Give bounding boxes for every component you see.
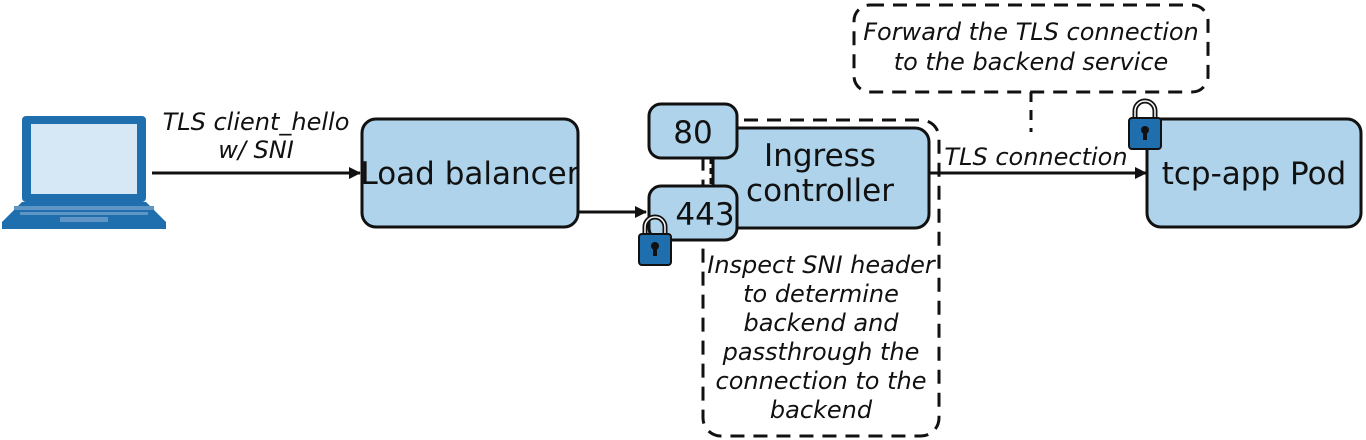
tls-connection-label: TLS connection [944,143,1127,171]
tcp-app-pod-node: tcp-app Pod [1145,117,1363,229]
edge-tls-connection: TLS connection [929,143,1147,179]
load-balancer-node: Load balancer [360,117,580,229]
port-443-label: 443 [675,197,734,233]
forward-note: Forward the TLS connection to the backen… [852,3,1210,132]
inspect-note-line2: to determine [743,280,899,308]
load-balancer-label: Load balancer [360,156,579,192]
pod-label: tcp-app Pod [1162,156,1347,192]
edge-client-hello: TLS client_hello w/ SNI [152,108,361,179]
inspect-note-line6: backend [770,396,873,424]
laptop-icon [2,116,166,229]
client-hello-label-line2: w/ SNI [218,136,294,164]
port-80-label: 80 [673,115,712,151]
port-80: 80 [647,102,739,160]
port-443: 443 [647,184,739,242]
inspect-note-line4: passthrough the [722,338,920,366]
client-hello-label-line1: TLS client_hello [163,108,350,136]
forward-note-line1: Forward the TLS connection [863,18,1199,46]
lock-icon [1128,98,1162,150]
lock-icon [638,214,672,266]
forward-note-line2: to the backend service [894,48,1169,76]
inspect-note-line1: Inspect SNI header [707,251,937,279]
inspect-note-line5: connection to the [716,367,927,395]
ingress-label-line2: controller [746,173,894,209]
inspect-note: Inspect SNI header to determine backend … [701,118,941,438]
ingress-label-line1: Ingress [764,138,876,174]
ingress-controller-node: Ingress controller [711,126,931,230]
inspect-note-line3: backend and [743,309,899,337]
